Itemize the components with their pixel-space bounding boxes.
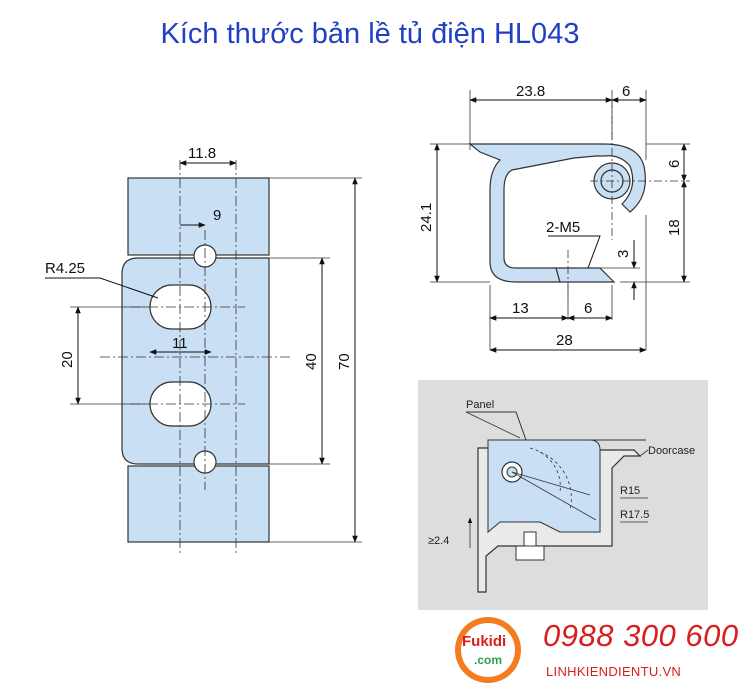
dim-70: 70: [336, 353, 353, 370]
page-title: Kích thước bản lề tủ điện HL043: [160, 18, 580, 50]
side-view: 23.8 6 24.1 6 18 2-M5 3 13 6 28: [418, 83, 690, 353]
dim-28: 28: [556, 332, 573, 349]
dim-6-right: 6: [666, 160, 683, 168]
dim-6-top: 6: [622, 83, 630, 100]
install-nut: [515, 545, 545, 561]
logo-text-top: Fukidi: [462, 633, 506, 650]
dim-11: 11: [172, 335, 188, 352]
dim-23-8: 23.8: [516, 83, 545, 100]
label-doorcase: Doorcase: [648, 445, 695, 457]
dim-3: 3: [615, 250, 632, 258]
logo-text-bottom: .com: [474, 653, 502, 667]
front-top-leaf: [127, 177, 270, 256]
logo-inner-circle: [461, 623, 515, 677]
front-view: 11.8 9 R4.25 11 20 40 70: [45, 145, 362, 555]
install-view: Panel Doorcase R15 R17.5 ≥2.4: [418, 380, 708, 610]
side-screw-block: [555, 267, 616, 283]
front-bottom-leaf: [127, 465, 270, 543]
label-panel: Panel: [466, 399, 494, 411]
dim-6-bottom: 6: [584, 300, 592, 317]
dim-13: 13: [512, 300, 529, 317]
install-hinge-body: [487, 439, 601, 534]
contact-phone: 0988 300 600: [543, 618, 739, 653]
dim-40: 40: [303, 353, 320, 370]
side-hinge-profile: [468, 143, 646, 283]
brand-logo: Fukidi .com: [455, 617, 521, 683]
website-label: LINHKIENDIENTU.VN: [546, 664, 682, 679]
label-gap: ≥2.4: [428, 535, 449, 547]
dim-18: 18: [666, 219, 683, 236]
dim-r4-25: R4.25: [45, 260, 85, 277]
dim-9: 9: [213, 207, 221, 224]
dim-2-m5: 2-M5: [546, 219, 580, 236]
label-r15: R15: [620, 485, 640, 497]
dim-11-8: 11.8: [188, 145, 216, 162]
dim-20: 20: [59, 351, 76, 368]
dim-24-1: 24.1: [418, 203, 435, 232]
label-r17-5: R17.5: [620, 509, 649, 521]
